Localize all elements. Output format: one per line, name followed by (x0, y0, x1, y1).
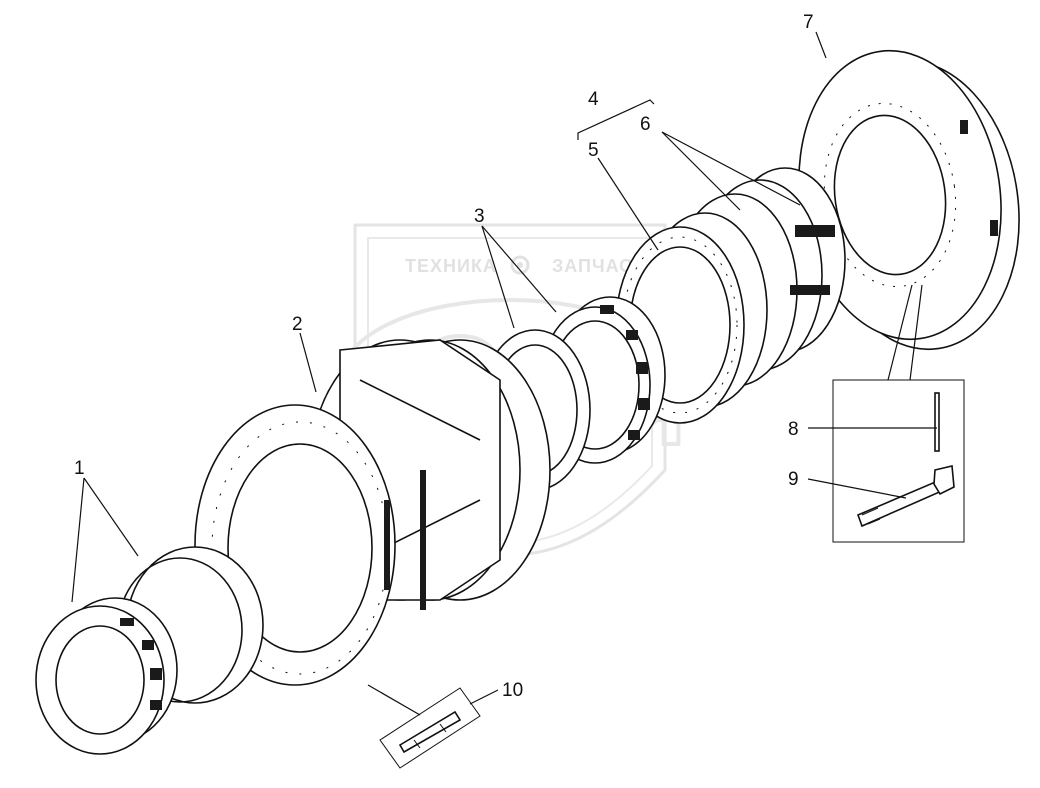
stud (398, 710, 462, 754)
callout-10: 10 (502, 680, 523, 701)
callout-5: 5 (588, 140, 599, 161)
stud-detail-inset (367, 684, 481, 769)
callout-4: 4 (588, 89, 599, 110)
bolt-detail-inset (832, 284, 965, 543)
bolt (856, 465, 955, 528)
callout-6: 6 (640, 114, 651, 135)
watermark-left-word: ТЕХНИКА (405, 256, 497, 276)
callout-3: 3 (474, 206, 485, 227)
callout-8: 8 (788, 419, 799, 440)
gear-icon (510, 255, 530, 275)
front-bearing (35, 546, 264, 755)
leader-lines (71, 31, 937, 705)
callout-7: 7 (803, 12, 814, 33)
seal-sleeve-assembly (615, 167, 846, 424)
callout-9: 9 (788, 469, 799, 490)
callout-2: 2 (292, 314, 303, 335)
split-pin (934, 392, 940, 452)
flange-disc (798, 49, 1020, 351)
callout-1: 1 (74, 458, 85, 479)
callout-labels: 1 2 3 4 5 6 7 8 9 10 (74, 12, 814, 701)
